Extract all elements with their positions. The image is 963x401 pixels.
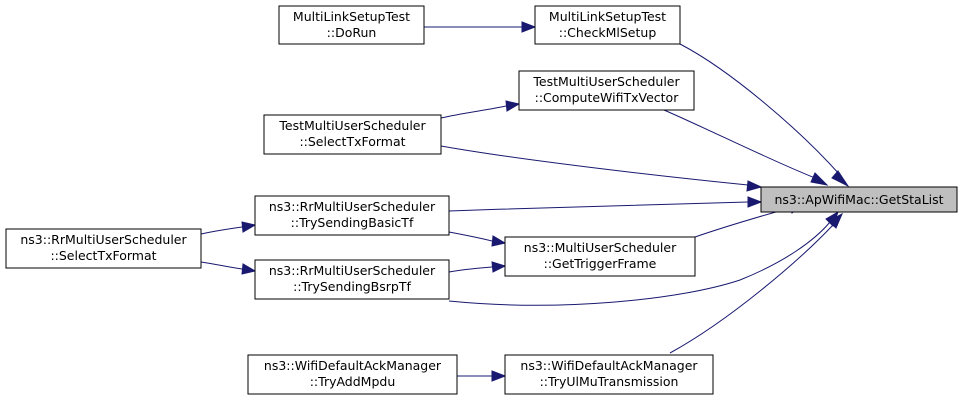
edge-computewifitxvector-to-getstalist [663, 109, 816, 179]
node-label: ns3::RrMultiUserScheduler [269, 263, 436, 278]
node-label: ns3::RrMultiUserScheduler [269, 199, 436, 214]
arrowhead [747, 196, 763, 208]
node-label: ns3::WifiDefaultAckManager [264, 358, 442, 373]
arrowhead [491, 261, 507, 273]
edge-trysendingbasictf-to-getstalist [448, 201, 749, 212]
arrowhead [831, 170, 850, 188]
node-rrmultiuserscheduler-selecttxformat[interactable]: ns3::RrMultiUserScheduler ::SelectTxForm… [5, 228, 202, 269]
node-label: ::TrySendingBasicTf [291, 215, 414, 230]
node-testmultiuserscheduler-computewifitxvector[interactable]: TestMultiUserScheduler ::ComputeWifiTxVe… [518, 70, 695, 111]
node-rrmultiuserscheduler-trysendingbsrptf[interactable]: ns3::RrMultiUserScheduler ::TrySendingBs… [254, 259, 450, 300]
node-label: ns3::ApWifiMac::GetStaList [774, 192, 943, 207]
node-label: ::GetTriggerFrame [544, 256, 657, 271]
node-multiuserscheduler-gettriggerframe[interactable]: ns3::MultiUserScheduler ::GetTriggerFram… [504, 236, 696, 277]
node-label: ::TryUlMuTransmission [540, 374, 679, 389]
arrowhead [491, 370, 507, 382]
node-label: TestMultiUserScheduler [278, 118, 426, 133]
arrowhead [505, 100, 521, 112]
nodes: ns3::ApWifiMac::GetStaList MultiLinkSetu… [5, 5, 958, 395]
edge-trysendingbasictf-to-gettriggerframe [448, 231, 493, 242]
node-testmultiuserscheduler-selecttxformat[interactable]: TestMultiUserScheduler ::SelectTxFormat [263, 114, 442, 155]
edge-rrselecttxformat-to-trysendingbasictf [200, 226, 243, 235]
arrowhead [241, 263, 257, 275]
node-rrmultiuserscheduler-trysendingbasictf[interactable]: ns3::RrMultiUserScheduler ::TrySendingBa… [254, 195, 450, 236]
node-label: TestMultiUserScheduler [532, 74, 680, 89]
node-multilinksetuptest-dorun[interactable]: MultiLinkSetupTest ::DoRun [278, 5, 425, 45]
node-label: ::ComputeWifiTxVector [535, 90, 680, 105]
edges [200, 21, 850, 382]
node-label: ::CheckMlSetup [559, 25, 657, 40]
arrowhead [810, 172, 829, 186]
node-label: ::DoRun [327, 25, 377, 40]
node-wifidefaultackmanager-tryulmutransmission[interactable]: ns3::WifiDefaultAckManager ::TryUlMuTran… [504, 354, 714, 395]
node-label: ::SelectTxFormat [50, 248, 156, 263]
edge-testselecttxformat-to-getstalist [440, 145, 749, 186]
node-label: ::SelectTxFormat [299, 134, 405, 149]
edge-tryulmutransmission-to-getstalist [669, 224, 834, 354]
edge-trysendingbsrptf-to-gettriggerframe [448, 266, 493, 273]
edge-checkmlsetup-to-getstalist [679, 43, 841, 176]
arrowhead [746, 180, 763, 192]
arrowhead [491, 235, 507, 247]
edge-rrselecttxformat-to-trysendingbsrptf [200, 261, 243, 270]
arrowhead [828, 212, 844, 229]
node-wifidefaultackmanager-tryaddmpdu[interactable]: ns3::WifiDefaultAckManager ::TryAddMpdu [247, 354, 458, 395]
node-label: ns3::MultiUserScheduler [524, 240, 677, 255]
edge-selecttxformat-to-computewifitxvector [440, 105, 507, 119]
node-label: ns3::RrMultiUserScheduler [20, 232, 187, 247]
node-label: MultiLinkSetupTest [549, 9, 666, 24]
node-label: MultiLinkSetupTest [293, 9, 410, 24]
node-ap-wifi-mac-get-sta-list[interactable]: ns3::ApWifiMac::GetStaList [760, 186, 958, 213]
arrowhead [241, 221, 257, 233]
node-label: ::TryAddMpdu [310, 374, 396, 389]
node-multilinksetuptest-checkmlsetup[interactable]: MultiLinkSetupTest ::CheckMlSetup [534, 5, 681, 45]
arrowhead [521, 21, 537, 33]
node-label: ::TrySendingBsrpTf [293, 279, 411, 294]
edge-trysendingbsrptf-to-getstalist [448, 221, 831, 306]
node-label: ns3::WifiDefaultAckManager [520, 358, 698, 373]
